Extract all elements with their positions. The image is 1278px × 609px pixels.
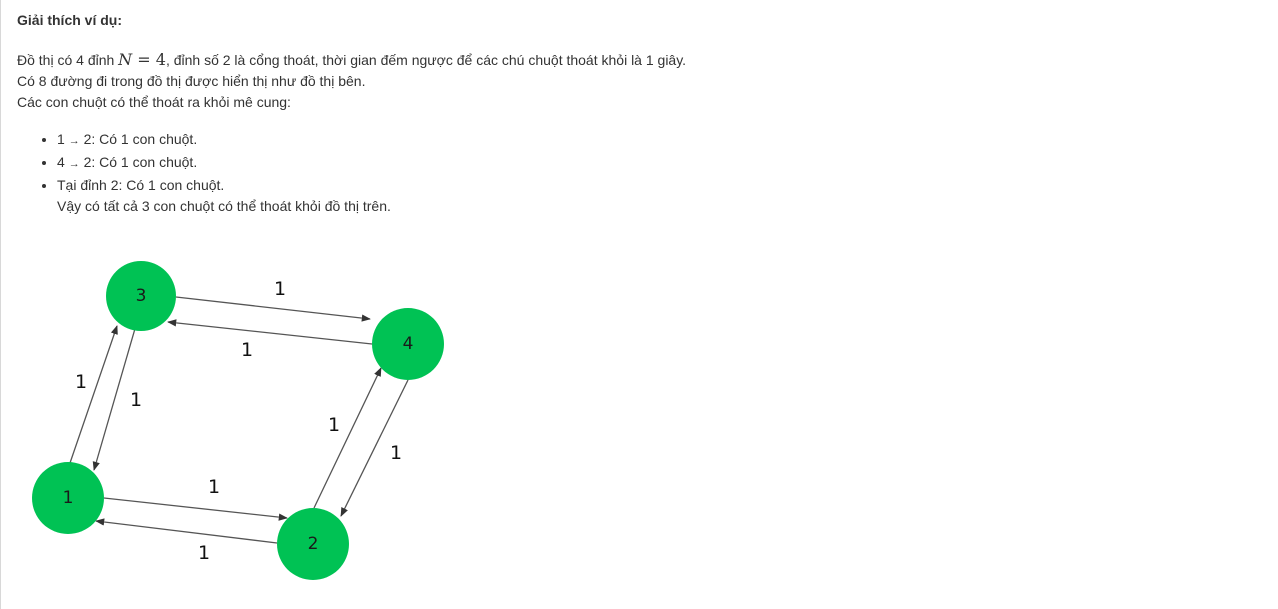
intro-line-1-pre: Đồ thị có 4 đỉnh xyxy=(17,52,119,68)
graph-node-4 xyxy=(372,308,444,380)
edge-4-2 xyxy=(340,379,409,517)
intro-line-3: Các con chuột có thể thoát ra khỏi mê cu… xyxy=(17,94,291,110)
graph-edge-weights: 1 1 1 1 1 1 1 1 xyxy=(75,278,402,564)
edge-weight-1-3: 1 xyxy=(75,371,87,393)
graph-node-label-2: 2 xyxy=(308,534,319,554)
edge-weight-2-1: 1 xyxy=(198,542,210,564)
case-to: 2: Có 1 con chuột. xyxy=(79,131,198,147)
edge-1-3 xyxy=(69,325,118,464)
edge-weight-3-1: 1 xyxy=(130,389,142,411)
graph-node-1 xyxy=(32,462,104,534)
graph-node-label-1: 1 xyxy=(63,488,74,508)
explanation-heading: Giải thích ví dụ: xyxy=(17,12,123,28)
graph-diagram: 1 1 1 1 1 1 1 1 1 2 3 4 xyxy=(32,261,444,580)
edge-weight-1-2: 1 xyxy=(208,476,220,498)
graph-node-label-4: 4 xyxy=(403,334,414,354)
graph-node-2 xyxy=(277,508,349,580)
case-from: 4 xyxy=(57,154,69,170)
edge-weight-2-4: 1 xyxy=(328,414,340,436)
case-from: 1 xyxy=(57,131,69,147)
intro-line-1-post: , đỉnh số 2 là cổng thoát, thời gian đếm… xyxy=(165,52,687,68)
edge-2-4 xyxy=(313,367,382,509)
math-equals: = xyxy=(132,50,156,69)
explanation-section: Giải thích ví dụ: Đồ thị có 4 đỉnh N = 4… xyxy=(17,11,1257,217)
graph-nodes: 1 2 3 4 xyxy=(32,261,444,580)
graph-node-label-3: 3 xyxy=(136,286,147,306)
math-variable: N xyxy=(118,50,133,69)
arrow-icon: → xyxy=(68,158,80,170)
graph-edges xyxy=(69,296,409,544)
edge-3-4 xyxy=(175,296,371,322)
edge-weight-4-2: 1 xyxy=(390,442,402,464)
math-expression: N = 4 xyxy=(118,50,166,69)
escape-cases-list: 1 → 2: Có 1 con chuột. 4 → 2: Có 1 con c… xyxy=(17,129,1257,196)
list-item: Tại đỉnh 2: Có 1 con chuột. xyxy=(57,175,1257,196)
edge-2-1 xyxy=(95,518,278,544)
case-to: 2: Có 1 con chuột. xyxy=(79,154,198,170)
list-item: 1 → 2: Có 1 con chuột. xyxy=(57,129,1257,152)
left-border xyxy=(0,0,1,609)
math-value: 4 xyxy=(155,50,166,69)
conclusion-text: Vậy có tất cả 3 con chuột có thể thoát k… xyxy=(57,198,391,214)
graph-node-3 xyxy=(106,261,176,331)
arrow-icon: → xyxy=(68,135,80,147)
edge-weight-3-4: 1 xyxy=(274,278,286,300)
list-item: 4 → 2: Có 1 con chuột. xyxy=(57,152,1257,175)
edge-1-2 xyxy=(103,497,288,521)
intro-line-2: Có 8 đường đi trong đồ thị được hiển thị… xyxy=(17,73,366,89)
intro-paragraph: Đồ thị có 4 đỉnh N = 4, đỉnh số 2 là cổn… xyxy=(17,49,1257,113)
intro-line-1: Đồ thị có 4 đỉnh N = 4, đỉnh số 2 là cổn… xyxy=(17,49,1257,71)
edge-3-1 xyxy=(92,307,142,471)
edge-weight-4-3: 1 xyxy=(241,339,253,361)
edge-4-3 xyxy=(167,319,373,345)
